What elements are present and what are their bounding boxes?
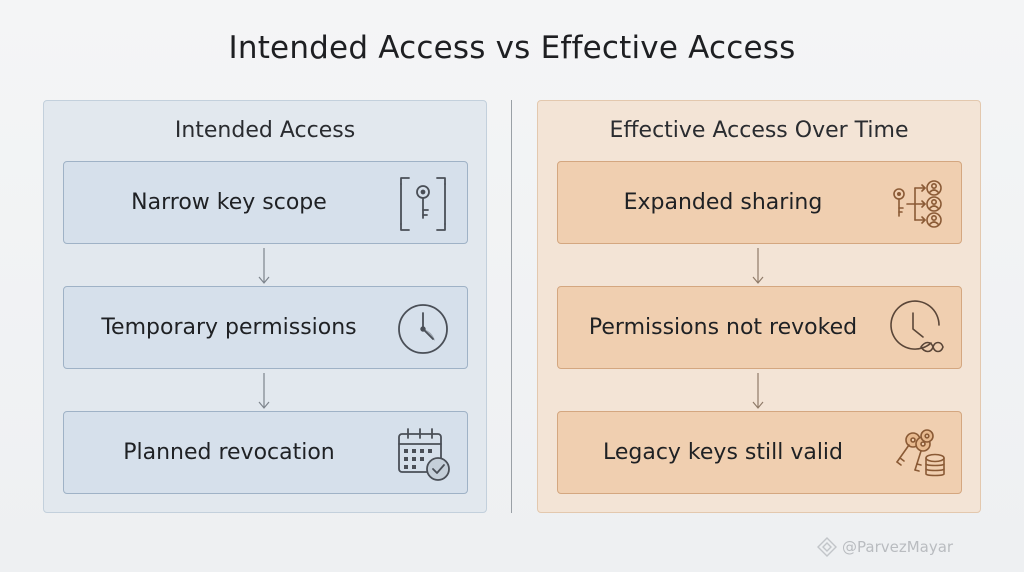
card-label: Temporary permissions — [101, 315, 357, 340]
card-legacy-keys-still-valid: Legacy keys still valid — [557, 411, 962, 494]
key-sharing-users-icon — [887, 174, 947, 234]
card-label: Narrow key scope — [131, 190, 327, 215]
card-expanded-sharing: Expanded sharing — [557, 161, 962, 244]
card-label: Planned revocation — [123, 440, 335, 465]
card-planned-revocation: Planned revocation — [63, 411, 468, 494]
card-narrow-key-scope: Narrow key scope — [63, 161, 468, 244]
intended-access-panel: Intended Access Narrow key scope — [43, 100, 487, 513]
page-title: Intended Access vs Effective Access — [228, 30, 796, 66]
panel-title-intended: Intended Access — [174, 118, 356, 143]
watermark-text: @ParvezMayar — [842, 538, 954, 556]
calendar-check-icon — [393, 424, 453, 484]
clock-icon — [393, 299, 453, 359]
key-in-frame-icon — [393, 174, 453, 234]
flow-arrow — [748, 246, 768, 286]
panel-title-effective: Effective Access Over Time — [609, 118, 909, 143]
flow-arrow — [748, 371, 768, 411]
flow-arrow — [254, 371, 274, 411]
card-permissions-not-revoked: Permissions not revoked — [557, 286, 962, 369]
effective-access-panel: Effective Access Over Time Expanded shar… — [537, 100, 981, 513]
panel-divider — [511, 100, 512, 513]
card-temporary-permissions: Temporary permissions — [63, 286, 468, 369]
card-label: Expanded sharing — [623, 190, 823, 215]
flow-arrow — [254, 246, 274, 286]
clock-infinity-icon — [887, 299, 947, 359]
diamond-logo-icon — [816, 536, 838, 558]
card-label: Permissions not revoked — [588, 315, 858, 340]
card-label: Legacy keys still valid — [602, 440, 844, 465]
keys-database-icon — [887, 424, 947, 484]
